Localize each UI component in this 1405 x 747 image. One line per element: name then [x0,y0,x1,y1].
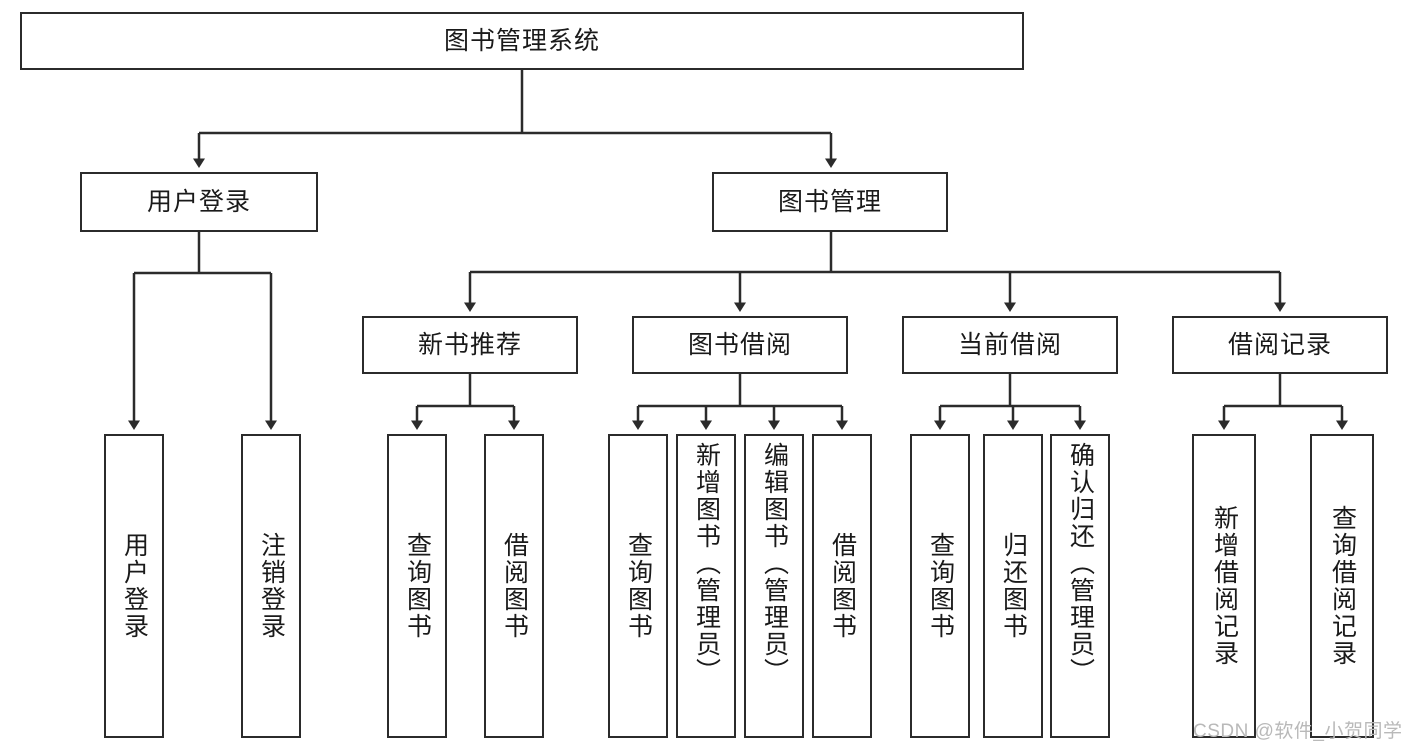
node-book-management[interactable]: 图书管理 [712,172,948,232]
node-current-borrow-label: 当前借阅 [957,330,1062,359]
node-new-book-recommend[interactable]: 新书推荐 [362,316,578,374]
node-leaf-query-book-1-label: 查询图书 [403,532,432,640]
node-leaf-borrow-book-1-label: 借阅图书 [500,532,529,640]
node-leaf-borrow-book-2[interactable]: 借阅图书 [812,434,872,738]
node-leaf-confirm-return-admin-label: 确认归还（管理员） [1066,442,1095,685]
node-leaf-query-book-1[interactable]: 查询图书 [387,434,447,738]
node-leaf-query-borrow-record-label: 查询借阅记录 [1328,505,1357,667]
node-leaf-edit-book-admin-label: 编辑图书（管理员） [760,442,789,685]
node-borrow-record[interactable]: 借阅记录 [1172,316,1388,374]
node-leaf-query-book-2[interactable]: 查询图书 [608,434,668,738]
node-leaf-user-login[interactable]: 用户登录 [104,434,164,738]
node-leaf-logout-login[interactable]: 注销登录 [241,434,301,738]
node-user-login-label: 用户登录 [146,187,251,216]
node-root-label: 图书管理系统 [443,26,600,55]
node-leaf-add-borrow-record[interactable]: 新增借阅记录 [1192,434,1256,738]
node-book-borrow[interactable]: 图书借阅 [632,316,848,374]
node-new-book-recommend-label: 新书推荐 [417,330,522,359]
node-leaf-add-borrow-record-label: 新增借阅记录 [1210,505,1239,667]
node-leaf-query-book-2-label: 查询图书 [624,532,653,640]
node-book-management-label: 图书管理 [777,187,882,216]
node-leaf-logout-login-label: 注销登录 [257,532,286,640]
node-leaf-confirm-return-admin[interactable]: 确认归还（管理员） [1050,434,1110,738]
node-leaf-borrow-book-1[interactable]: 借阅图书 [484,434,544,738]
node-leaf-add-book-admin[interactable]: 新增图书（管理员） [676,434,736,738]
node-root[interactable]: 图书管理系统 [20,12,1024,70]
node-leaf-query-borrow-record[interactable]: 查询借阅记录 [1310,434,1374,738]
node-leaf-edit-book-admin[interactable]: 编辑图书（管理员） [744,434,804,738]
node-leaf-borrow-book-2-label: 借阅图书 [828,532,857,640]
node-leaf-user-login-label: 用户登录 [120,532,149,640]
node-leaf-return-book-label: 归还图书 [999,532,1028,640]
node-leaf-add-book-admin-label: 新增图书（管理员） [692,442,721,685]
node-leaf-return-book[interactable]: 归还图书 [983,434,1043,738]
node-leaf-query-book-3-label: 查询图书 [926,532,955,640]
node-borrow-record-label: 借阅记录 [1227,330,1332,359]
node-book-borrow-label: 图书借阅 [687,330,792,359]
node-leaf-query-book-3[interactable]: 查询图书 [910,434,970,738]
node-current-borrow[interactable]: 当前借阅 [902,316,1118,374]
node-user-login[interactable]: 用户登录 [80,172,318,232]
